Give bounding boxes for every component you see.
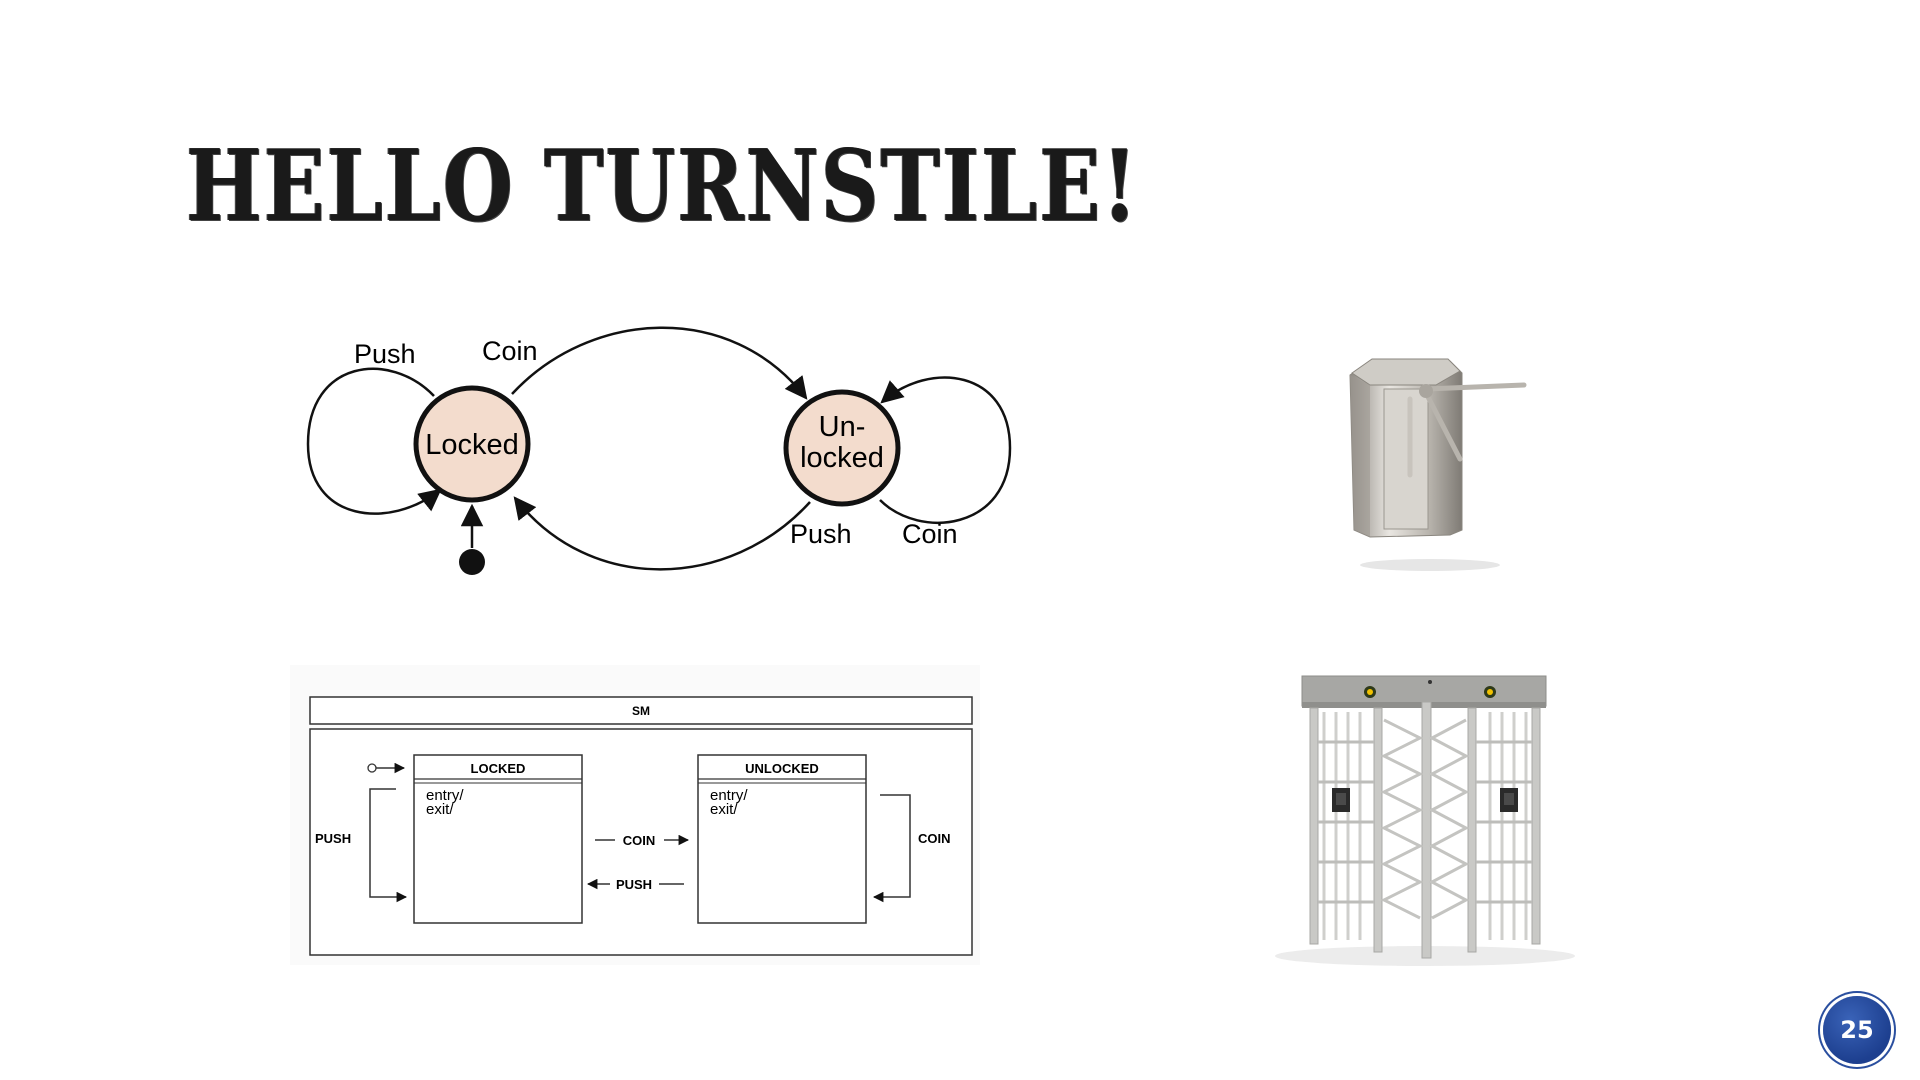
coin-label-top: Coin	[482, 336, 538, 366]
uml-push-self-label: PUSH	[315, 831, 351, 846]
uml-locked-name: LOCKED	[471, 761, 526, 776]
coin-self-loop-unlocked	[879, 376, 1012, 524]
coin-transition-arrow	[511, 326, 808, 400]
page-number-badge: 25	[1823, 996, 1891, 1064]
uml-locked-state	[413, 754, 583, 924]
machine-header	[309, 696, 973, 725]
unlocked-state-label-line1: Un-	[819, 411, 866, 443]
uml-locked-entry: entry/	[426, 787, 464, 804]
locked-state-label: Locked	[425, 429, 519, 461]
page-number: 25	[1840, 1016, 1874, 1044]
machine-name: SM	[632, 704, 650, 718]
locked-state	[413, 385, 531, 503]
initial-state-dot	[459, 549, 485, 575]
tripod-turnstile-image	[1349, 358, 1527, 571]
state-diagram: Locked Un- locked Push Coin Push Coin	[306, 326, 1012, 575]
uml-push-self-loop	[369, 788, 408, 903]
uml-unlocked-name: UNLOCKED	[745, 761, 819, 776]
uml-push-back-label: PUSH	[616, 877, 652, 892]
push-self-loop-locked	[306, 367, 442, 515]
slide-title: HELLO TURNSTILE!	[186, 129, 1139, 244]
unlocked-state	[783, 389, 901, 507]
uml-state-diagram: SM LOCKED entry/ exit/ UNLOCKED entry/ e…	[290, 665, 980, 965]
uml-coin-self-loop	[872, 794, 911, 903]
unlocked-state-label-line2: locked	[800, 442, 884, 474]
push-transition-arrow	[513, 496, 811, 571]
full-height-turnstile-image	[1275, 675, 1575, 966]
push-label-locked: Push	[354, 339, 416, 369]
uml-initial-state	[367, 763, 377, 773]
uml-unlocked-exit: exit/	[710, 801, 738, 818]
uml-locked-exit: exit/	[426, 801, 454, 818]
uml-coin-forward-label: COIN	[623, 833, 656, 848]
coin-label-unlocked: Coin	[902, 519, 958, 549]
uml-unlocked-entry: entry/	[710, 787, 748, 804]
uml-coin-self-label: COIN	[918, 831, 951, 846]
push-label-bottom: Push	[790, 519, 852, 549]
uml-unlocked-state	[697, 754, 867, 924]
